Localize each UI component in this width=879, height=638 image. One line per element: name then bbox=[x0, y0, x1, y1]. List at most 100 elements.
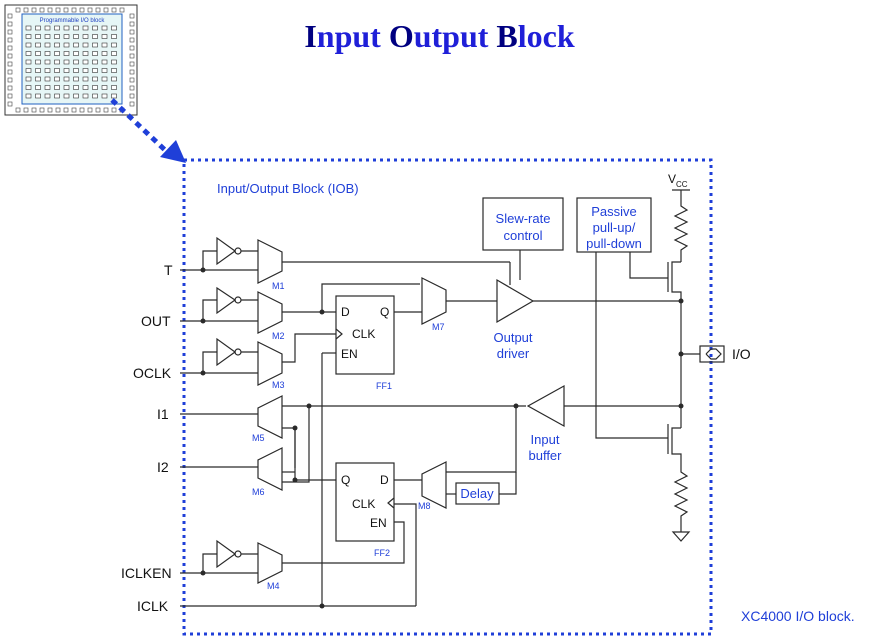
thumb-pad bbox=[7, 13, 13, 19]
thumb-clb bbox=[111, 42, 117, 48]
mux-m1-label: M1 bbox=[272, 281, 285, 291]
thumb-clb bbox=[25, 85, 32, 90]
thumb-clb bbox=[73, 76, 79, 82]
thumb-pad bbox=[31, 7, 37, 13]
thumb-clb bbox=[82, 76, 89, 82]
thumb-clb bbox=[101, 93, 108, 99]
thumb-clb bbox=[54, 76, 60, 82]
thumb-clb bbox=[73, 25, 79, 31]
thumb-clb bbox=[92, 68, 98, 73]
delay-label: Delay bbox=[460, 486, 494, 501]
page-title: Input Output Block bbox=[304, 18, 575, 54]
thumb-clb bbox=[44, 93, 51, 99]
thumb-pad bbox=[31, 107, 37, 113]
thumb-clb bbox=[111, 68, 117, 73]
thumb-pad bbox=[111, 7, 117, 13]
ff1-q: Q bbox=[380, 305, 389, 319]
thumb-clb bbox=[54, 59, 60, 65]
thumb-clb bbox=[73, 93, 79, 99]
thumb-pad bbox=[129, 61, 135, 67]
figure-caption: XC4000 I/O block. bbox=[741, 608, 855, 624]
thumb-clb bbox=[92, 85, 98, 90]
thumb-pad bbox=[23, 107, 29, 113]
thumb-pad bbox=[119, 7, 125, 13]
thumb-clb bbox=[101, 68, 108, 73]
thumb-pad bbox=[7, 21, 13, 27]
thumb-pad bbox=[129, 45, 135, 51]
thumb-clb bbox=[63, 68, 70, 73]
ff1-name: FF1 bbox=[376, 381, 392, 391]
passive-label-2: pull-up/ bbox=[593, 220, 636, 235]
mux-m6-label: M6 bbox=[252, 487, 265, 497]
thumbnail-caption: Programmable I/O block bbox=[40, 18, 106, 24]
thumb-clb bbox=[92, 25, 98, 31]
input-buffer-label-2: buffer bbox=[528, 448, 562, 463]
ff2-en: EN bbox=[370, 516, 387, 530]
pin-iclken: ICLKEN bbox=[121, 565, 172, 581]
thumb-clb bbox=[44, 68, 51, 73]
thumb-clb bbox=[101, 85, 108, 90]
thumb-clb bbox=[25, 93, 32, 99]
thumb-pad bbox=[103, 7, 109, 13]
thumb-clb bbox=[92, 93, 98, 99]
thumb-clb bbox=[35, 51, 41, 56]
mux-m8-label: M8 bbox=[418, 501, 431, 511]
thumb-clb bbox=[35, 59, 41, 65]
ff2-clk: CLK bbox=[352, 497, 375, 511]
thumb-pad bbox=[63, 107, 69, 113]
thumb-clb bbox=[82, 85, 89, 90]
thumb-pad bbox=[129, 69, 135, 75]
thumb-clb bbox=[35, 76, 41, 82]
thumb-clb bbox=[54, 93, 60, 99]
thumb-clb bbox=[44, 51, 51, 56]
thumb-pad bbox=[129, 21, 135, 27]
ff1-d: D bbox=[341, 305, 350, 319]
thumb-pad bbox=[15, 7, 21, 13]
thumb-pad bbox=[7, 45, 13, 51]
thumb-pad bbox=[95, 7, 101, 13]
thumb-clb bbox=[82, 68, 89, 73]
mux-m3-label: M3 bbox=[272, 380, 285, 390]
thumb-clb bbox=[92, 42, 98, 48]
thumb-pad bbox=[7, 85, 13, 91]
thumb-clb bbox=[73, 85, 79, 90]
slew-label-2: control bbox=[503, 228, 542, 243]
thumb-clb bbox=[44, 76, 51, 82]
thumb-clb bbox=[82, 51, 89, 56]
thumb-clb bbox=[44, 42, 51, 48]
thumb-pad bbox=[7, 77, 13, 83]
thumb-pad bbox=[7, 61, 13, 67]
thumb-pad bbox=[39, 7, 45, 13]
thumb-clb bbox=[111, 25, 117, 31]
thumb-pad bbox=[55, 107, 61, 113]
thumb-clb bbox=[82, 42, 89, 48]
thumb-clb bbox=[73, 42, 79, 48]
output-driver-label-2: driver bbox=[497, 346, 530, 361]
thumb-pad bbox=[23, 7, 29, 13]
pin-i2: I2 bbox=[157, 459, 169, 475]
thumb-pad bbox=[71, 7, 77, 13]
ff2-q: Q bbox=[341, 473, 350, 487]
thumb-clb bbox=[63, 59, 70, 65]
pin-i1: I1 bbox=[157, 406, 169, 422]
thumb-clb bbox=[25, 68, 32, 73]
thumb-clb bbox=[73, 68, 79, 73]
thumb-pad bbox=[71, 107, 77, 113]
thumb-clb bbox=[44, 34, 51, 39]
thumb-clb bbox=[63, 76, 70, 82]
thumb-pad bbox=[87, 7, 93, 13]
thumb-pad bbox=[79, 107, 85, 113]
mux-m7-label: M7 bbox=[432, 322, 445, 332]
pointer-arrow-head bbox=[160, 140, 186, 163]
thumb-pad bbox=[47, 7, 53, 13]
thumb-clb bbox=[73, 34, 79, 39]
thumb-clb bbox=[111, 76, 117, 82]
thumb-clb bbox=[25, 42, 32, 48]
thumb-clb bbox=[44, 59, 51, 65]
thumb-pad bbox=[79, 7, 85, 13]
thumb-clb bbox=[63, 85, 70, 90]
thumb-clb bbox=[101, 34, 108, 39]
thumb-clb bbox=[63, 51, 70, 56]
thumb-pad bbox=[129, 77, 135, 83]
thumb-clb bbox=[101, 59, 108, 65]
